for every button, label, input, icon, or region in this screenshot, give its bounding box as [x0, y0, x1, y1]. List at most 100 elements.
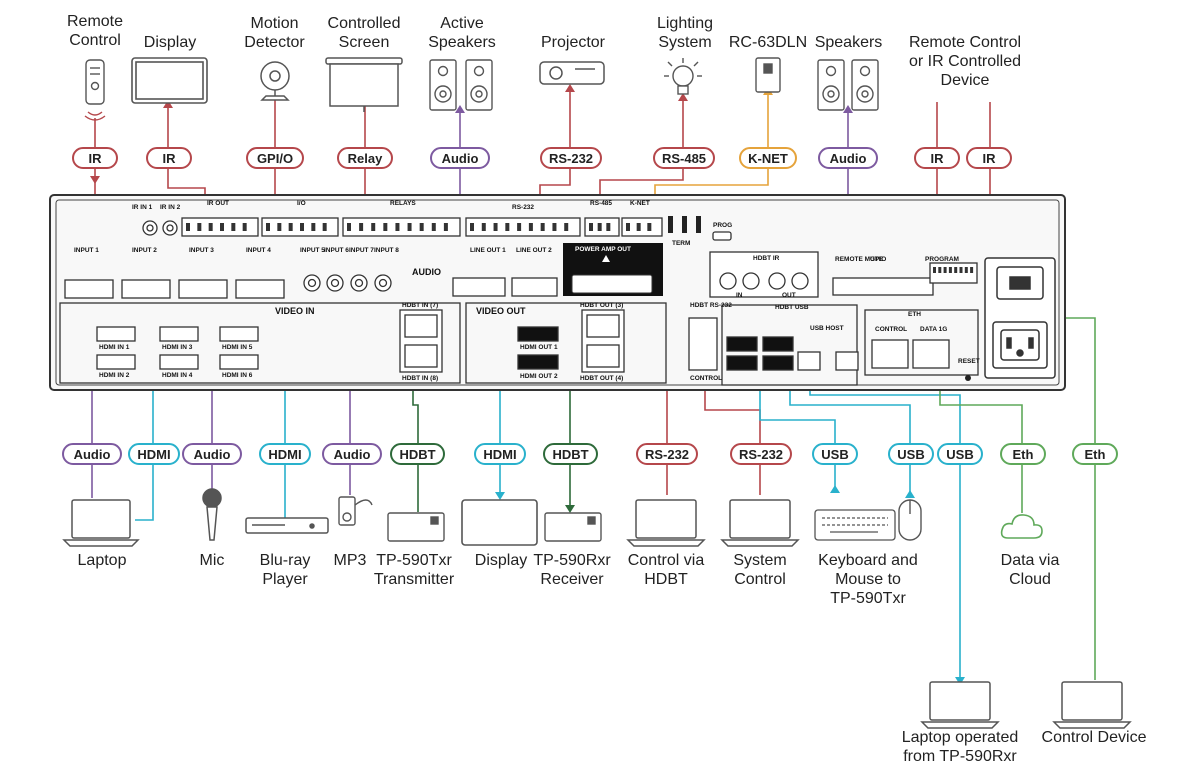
terminal-pin [371, 223, 376, 231]
port-label-out: OUT [782, 292, 796, 299]
port-label-usb-host: USB HOST [810, 325, 844, 332]
port-label-line-out-2: LINE OUT 2 [516, 247, 552, 254]
bluray-player-icon [245, 517, 329, 534]
label-speakers: Speakers [814, 34, 883, 51]
device-rear-panel [49, 194, 1066, 391]
port-label-hdmi-in-1: HDMI IN 1 [99, 344, 130, 351]
transmitter-icon [387, 512, 445, 542]
pill-rs232-projector: RS-232 [540, 147, 602, 169]
terminal-pin [540, 223, 545, 231]
terminal-pin [242, 223, 247, 231]
terminal-pin [505, 223, 510, 231]
port-label-line-out-1: LINE OUT 1 [470, 247, 506, 254]
pill-hdmi-bluray: HDMI [259, 443, 311, 465]
port-label-hdmi-in-2: HDMI IN 2 [99, 372, 130, 379]
dip-switch [943, 267, 947, 273]
terminal-pin [443, 223, 448, 231]
terminal-pin [626, 223, 630, 231]
terminal-pin [470, 223, 474, 231]
dip-switch [959, 267, 963, 273]
terminal-pin [311, 223, 316, 231]
pill-audio-laptop: Audio [62, 443, 122, 465]
laptop-control-device-icon [1052, 681, 1132, 729]
prog-usb-port [712, 231, 732, 241]
ethernet-ports [864, 309, 979, 376]
port-label-in: IN [736, 292, 743, 299]
terminal-pin [597, 223, 602, 231]
pill-ir-in-hdbt: IR [966, 147, 1012, 169]
pill-audio-speakers: Audio [430, 147, 490, 169]
pill-audio-mp3: Audio [322, 443, 382, 465]
dip-switch [954, 267, 958, 273]
port-label-control: CONTROL [875, 326, 908, 333]
dip-switch [948, 267, 952, 273]
reset-button [965, 375, 971, 381]
arrow-usb-mouse [905, 490, 915, 498]
terminal-pin [347, 223, 351, 231]
label-projector: Projector [540, 34, 606, 51]
motion-detector-icon [260, 61, 290, 101]
receiver-icon [544, 512, 602, 542]
port-label-relays: RELAYS [390, 200, 416, 207]
pill-audio-right: Audio [818, 147, 878, 169]
terminal-pin [552, 223, 557, 231]
arrow-hdmi-display [495, 492, 505, 500]
terminal-pin [407, 223, 412, 231]
speakers-icon [817, 59, 879, 111]
terminal-pin [322, 223, 327, 231]
hdbt-usb-ports [721, 304, 859, 386]
video-out-frame [465, 302, 667, 384]
pill-hdbt-tx: HDBT [390, 443, 445, 465]
port-label-input-1: INPUT 1 [74, 247, 99, 254]
terminal-pin [395, 223, 400, 231]
port-label-rs232: RS-232 [512, 204, 535, 211]
laptop-remote-icon [920, 681, 1000, 729]
port-label-reset: RESET [958, 358, 980, 365]
light-bulb-icon [664, 58, 702, 95]
port-label-hdbt-usb: HDBT USB [775, 304, 809, 311]
speakers-active-icon [429, 59, 493, 111]
remote-control-icon [84, 59, 106, 121]
cable-hdmi-laptop [135, 345, 154, 521]
port-label-input-5: INPUT 5 [300, 247, 325, 254]
arrow-hdbt-rx [565, 505, 575, 513]
port-label-hdbt-out-4: HDBT OUT (4) [580, 375, 624, 382]
port-label-ir-in-2: IR IN 2 [160, 204, 181, 211]
display-top-icon [131, 57, 208, 104]
mouse-icon [898, 499, 922, 541]
terminal-pin [636, 223, 641, 231]
laptop-control-hdbt-icon [626, 499, 706, 547]
port-label-audio: AUDIO [412, 267, 441, 277]
pill-rs485: RS-485 [653, 147, 715, 169]
label-display-bottom: Display [474, 552, 528, 569]
port-label-input-2: INPUT 2 [132, 247, 157, 254]
terminal-pin [431, 223, 436, 231]
terminal-pin [197, 223, 202, 231]
port-label-input-8: INPUT 8 [374, 247, 399, 254]
port-label-input-6: INPUT 6 [324, 247, 349, 254]
label-rc63dln: RC-63DLN [728, 34, 808, 51]
pill-hdmi-laptop: HDMI [128, 443, 180, 465]
pill-eth-control: Eth [1072, 443, 1118, 465]
program-dip-row [933, 267, 974, 273]
audio-input-blocks [64, 277, 558, 299]
port-label-gpio: GPIO [870, 256, 887, 263]
port-label-knet: K-NET [630, 200, 650, 207]
dip-switch [938, 267, 942, 273]
terminal-pin [419, 223, 424, 231]
port-label-remote-mute: REMOTE MUTE [835, 256, 884, 263]
terminal-pin [589, 223, 593, 231]
port-label-input-7: INPUT 7 [349, 247, 374, 254]
port-label-term: TERM [672, 240, 691, 247]
terminal-pins-top [186, 223, 652, 231]
